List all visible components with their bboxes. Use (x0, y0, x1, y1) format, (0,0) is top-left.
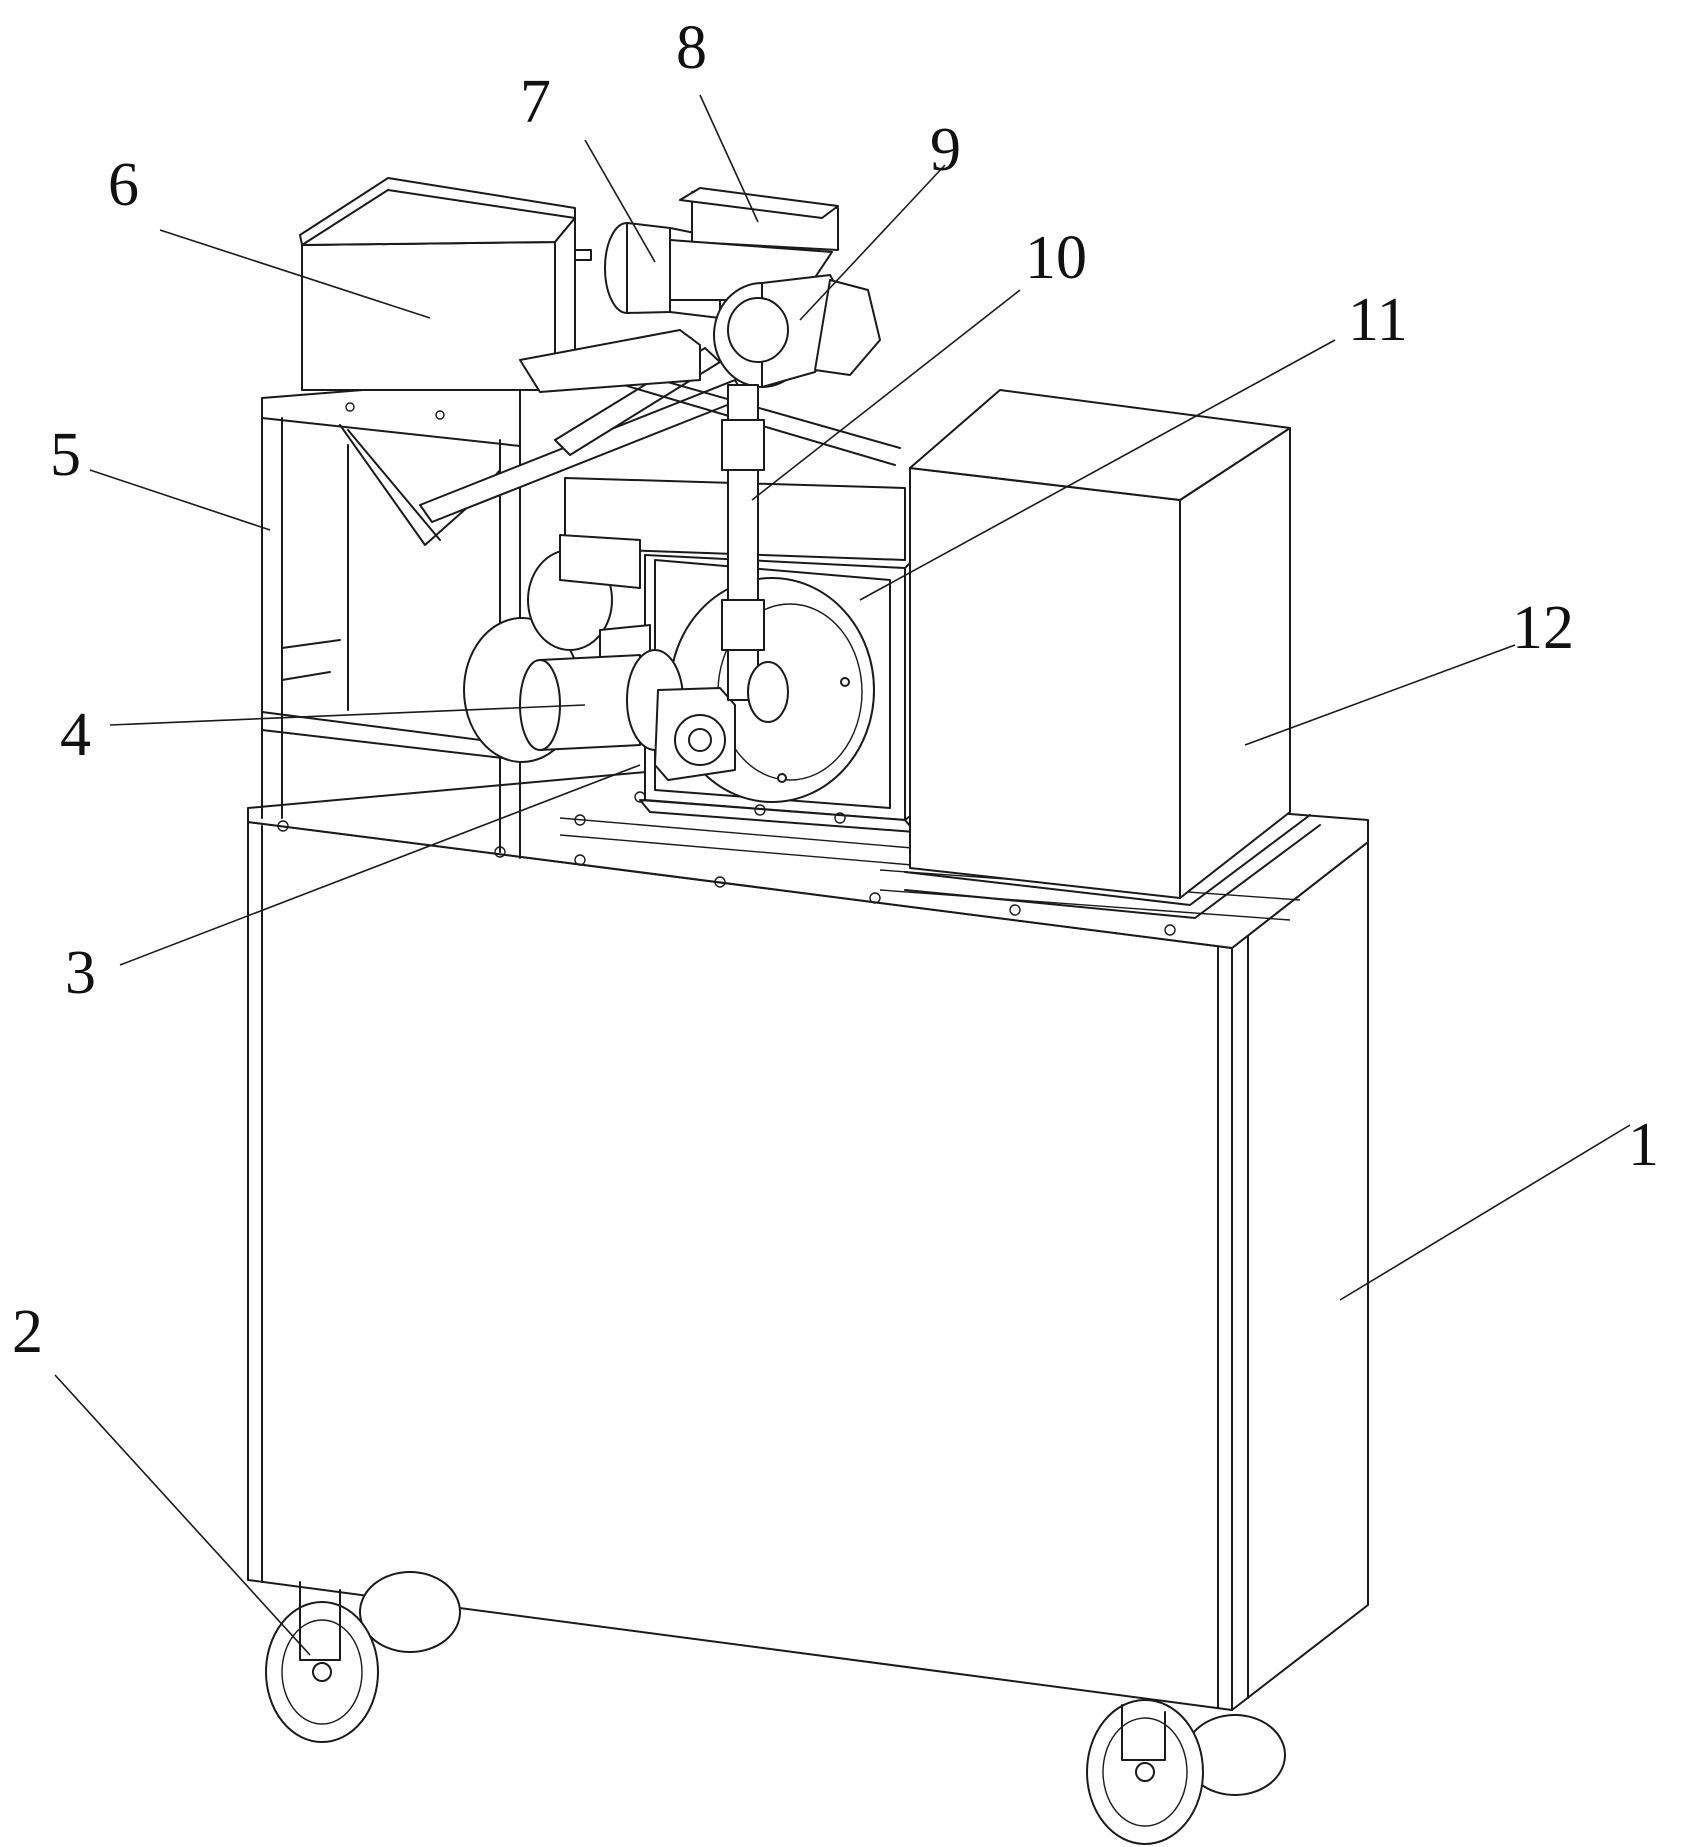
upper-motor-9 (713, 274, 881, 388)
label-1: 1 (1628, 1111, 1659, 1179)
label-6: 6 (108, 151, 139, 219)
label-10: 10 (1025, 224, 1087, 292)
label-11: 11 (1348, 286, 1408, 354)
right-box (904, 389, 1321, 919)
cabinet (247, 767, 1369, 1711)
caster-front-right (1086, 1699, 1286, 1845)
hopper (299, 177, 592, 546)
bolts (277, 402, 1176, 936)
label-5: 5 (50, 421, 81, 489)
label-3: 3 (65, 939, 96, 1007)
reference-labels: 1 2 3 4 5 6 7 8 9 10 11 12 (12, 14, 1659, 1366)
label-7: 7 (520, 68, 551, 136)
label-2: 2 (12, 1298, 43, 1366)
label-4: 4 (60, 701, 91, 769)
leader-lines (54, 94, 1631, 1656)
label-12: 12 (1512, 594, 1574, 662)
feed-pipe (721, 384, 789, 723)
left-frame (261, 379, 521, 859)
label-9: 9 (930, 116, 961, 184)
incline-beam (419, 329, 901, 523)
label-8: 8 (676, 14, 707, 82)
caster-front-left (265, 1571, 461, 1743)
motor (463, 534, 684, 763)
gearbox (654, 687, 736, 781)
